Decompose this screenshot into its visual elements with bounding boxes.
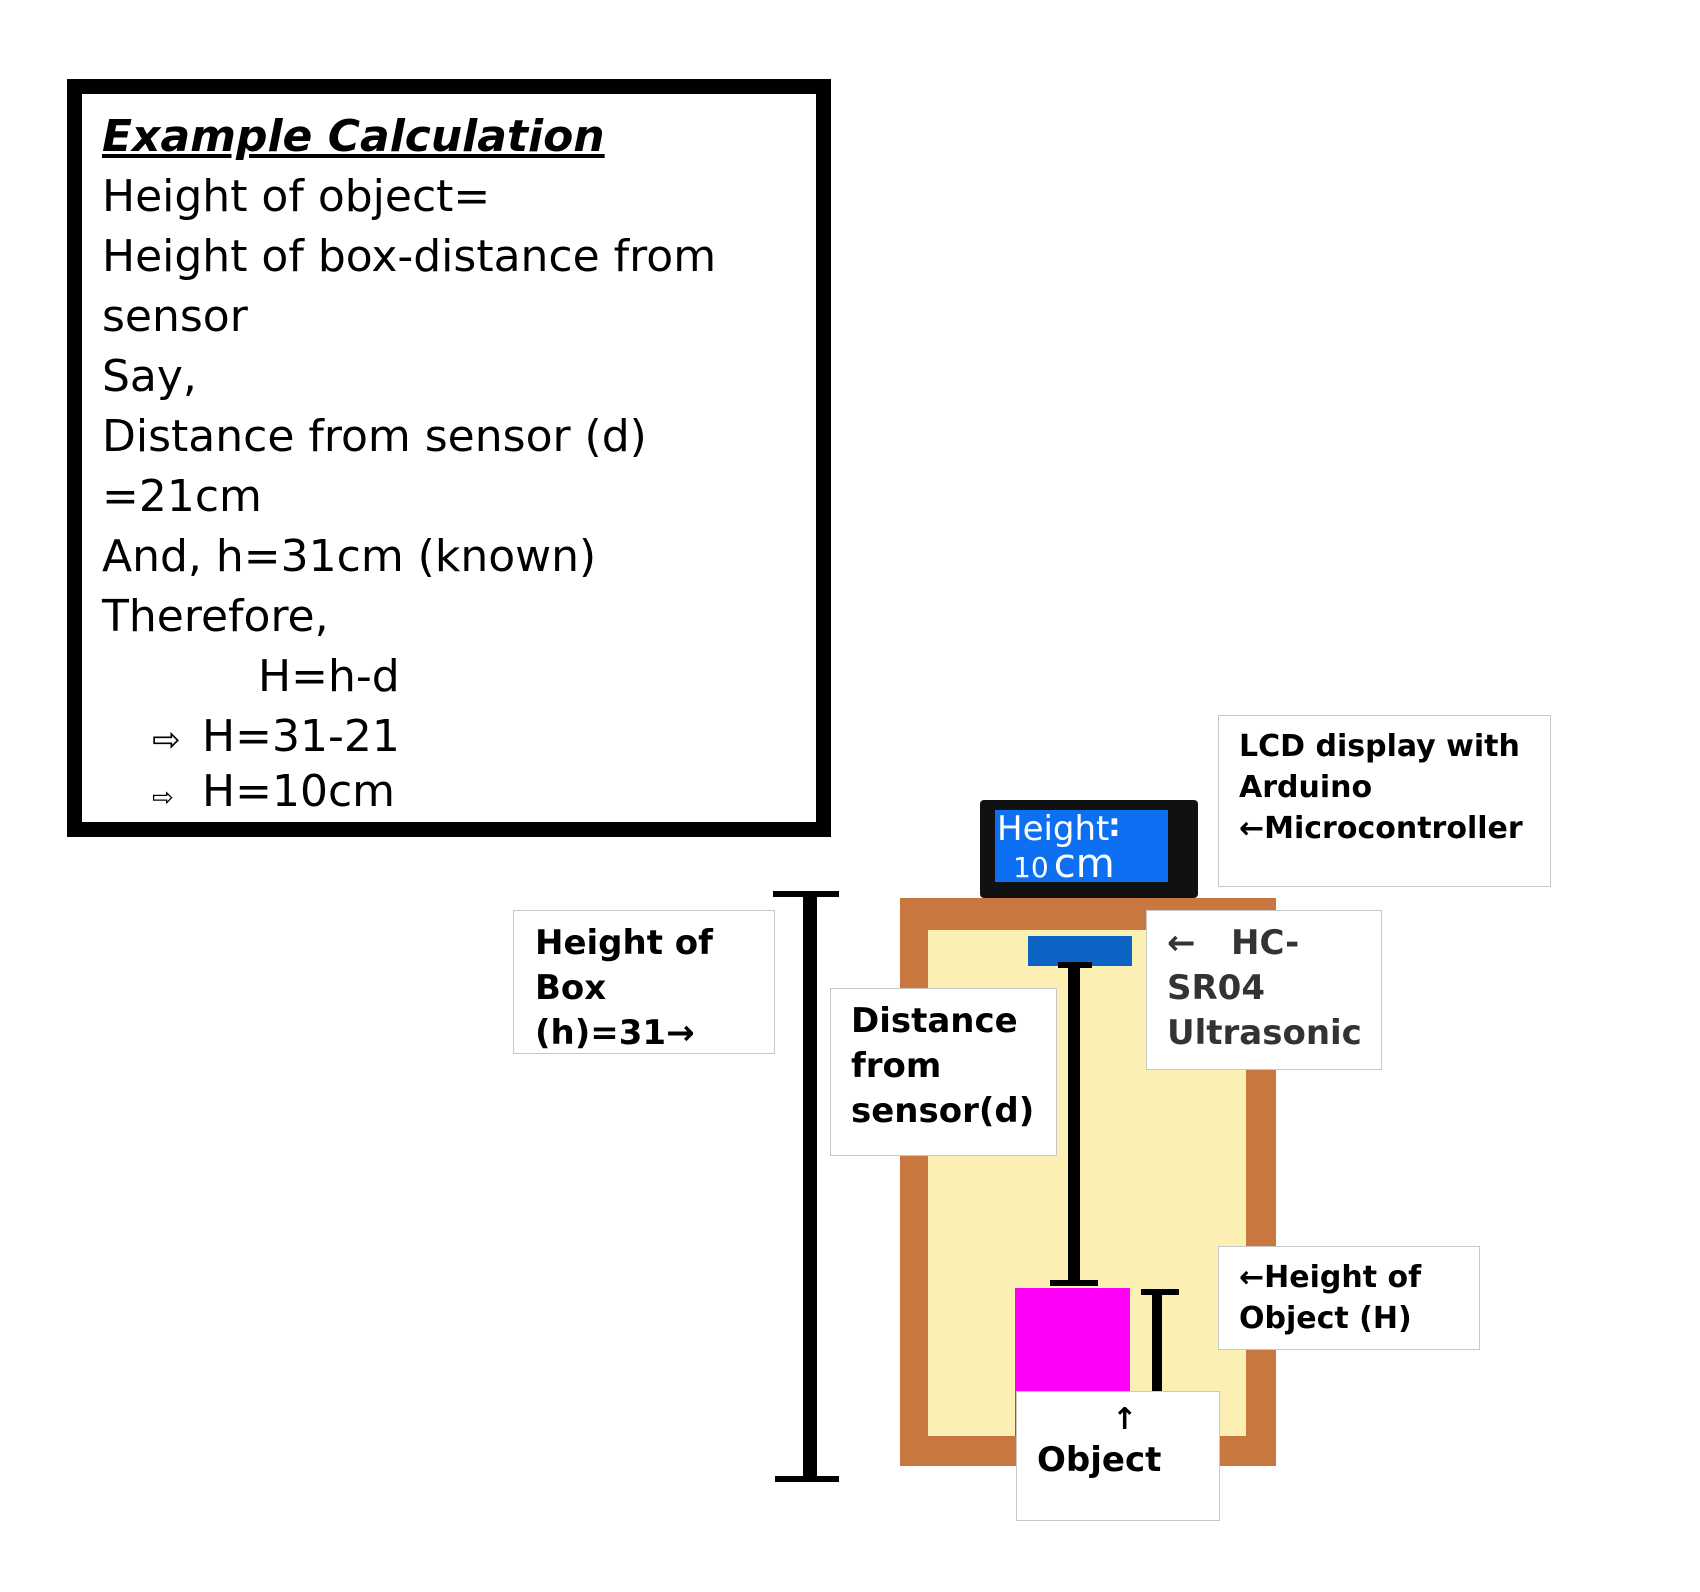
box-height-label: Height of Box (h)=31→ — [513, 910, 775, 1054]
ultrasonic-sensor — [1028, 936, 1132, 966]
label-line: ←Microcontroller — [1239, 811, 1523, 846]
step-1-text: H=31-21 — [202, 711, 400, 762]
lcd-reading: 10 cm — [1013, 844, 1115, 891]
label-line: ←Height of — [1239, 1260, 1422, 1295]
lcd-display-label: LCD display with Arduino ←Microcontrolle… — [1218, 715, 1551, 887]
example-calculation-panel: Example Calculation Height of object= He… — [67, 79, 831, 837]
lcd-value: 10 — [1013, 851, 1049, 884]
calc-line: Height of object= — [102, 171, 491, 222]
label-line: Distance — [851, 1001, 1018, 1041]
calculation-title: Example Calculation — [102, 111, 605, 162]
label-line: (h)=31→ — [535, 1013, 695, 1053]
object-label: ↑ Object — [1016, 1391, 1220, 1521]
label-line: Arduino — [1239, 770, 1373, 805]
label-line: Height of — [535, 923, 713, 963]
label-line: Box — [535, 968, 607, 1008]
calc-step-1: ⇨ H=31-21 — [102, 707, 816, 767]
up-arrow-icon: ↑ — [1112, 1402, 1138, 1437]
lcd-colon: : — [1108, 806, 1121, 844]
lcd-height-label: Height — [997, 809, 1110, 849]
implies-arrow-icon: ⇨ — [152, 720, 181, 760]
distance-label: Distance from sensor(d) — [830, 988, 1057, 1156]
calc-line: Height of box-distance from — [102, 231, 717, 282]
formula-line: H=h-d — [258, 651, 400, 702]
box-height-line — [803, 893, 817, 1481]
calc-line: Distance from sensor (d) — [102, 411, 647, 462]
object-height-label: ←Height of Object (H) — [1218, 1246, 1480, 1350]
calc-line: =21cm — [102, 471, 262, 522]
label-line: ← HC- — [1167, 923, 1300, 963]
calc-line: Say, — [102, 351, 197, 402]
implies-arrow-icon: ⇨ — [152, 783, 174, 813]
lcd-screen: Height : 10 cm — [995, 806, 1168, 884]
label-line: Object — [1037, 1440, 1162, 1480]
box-height-bottom-cap — [775, 1476, 839, 1482]
label-line: Object (H) — [1239, 1301, 1412, 1336]
sensor-label: ← HC- SR04 Ultrasonic — [1146, 910, 1382, 1070]
distance-line — [1068, 964, 1080, 1284]
label-line: LCD display with — [1239, 729, 1520, 764]
label-line: sensor(d) — [851, 1091, 1035, 1131]
calc-line: Therefore, — [102, 591, 329, 642]
label-line: from — [851, 1046, 942, 1086]
calc-step-2: ⇨ H=10cm — [102, 762, 816, 822]
calc-line: sensor — [102, 291, 248, 342]
step-2-text: H=10cm — [202, 766, 395, 817]
label-line: SR04 — [1167, 968, 1265, 1008]
distance-line-bottom-cap — [1050, 1280, 1098, 1286]
lcd-unit: cm — [1053, 841, 1115, 887]
calc-line: And, h=31cm (known) — [102, 531, 597, 582]
object-height-line — [1152, 1292, 1162, 1392]
label-line: Ultrasonic — [1167, 1013, 1362, 1053]
